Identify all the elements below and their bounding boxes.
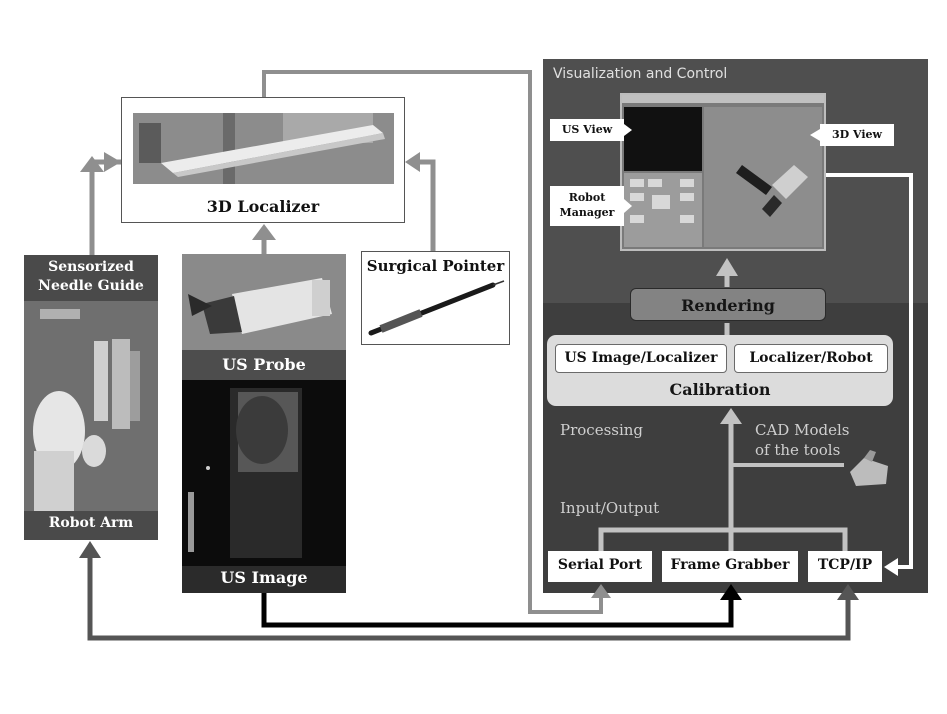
needle-guide-label: Sensorized Needle Guide: [38, 259, 144, 294]
calibration-localizer-robot: Localizer/Robot: [734, 344, 888, 373]
cad-model-icon: [850, 450, 888, 486]
us-probe-label-bg: [182, 350, 346, 380]
localizer-photo: [133, 113, 394, 184]
calibration-us-localizer: US Image/Localizer: [555, 344, 727, 373]
frame-grabber-box: Frame Grabber: [662, 551, 798, 582]
3d-view-callout: 3D View: [820, 124, 894, 146]
input-output-label: Input/Output: [560, 499, 660, 517]
robot-manager-callout: Robot Manager: [550, 186, 624, 226]
robot-arm-label: Robot Arm: [48, 515, 134, 531]
serial-port-box: Serial Port: [548, 551, 652, 582]
surgical-pointer-label: Surgical Pointer: [366, 257, 505, 275]
processing-label: Processing: [560, 421, 644, 439]
us-view-callout: US View: [550, 119, 624, 141]
us-probe-label: US Probe: [222, 355, 306, 374]
cad-models-label: CAD Models of the tools: [755, 421, 850, 459]
panel-title: Visualization and Control: [553, 66, 728, 82]
visualization-screenshot: [620, 93, 826, 251]
us-image-label: US Image: [220, 568, 308, 587]
us-image: [182, 380, 346, 566]
robot-arm-photo: [24, 301, 158, 511]
localizer-label: 3D Localizer: [206, 197, 320, 216]
calibration-label: Calibration: [669, 380, 771, 399]
surgical-pointer-icon: [368, 280, 505, 336]
tcp-ip-box: TCP/IP: [808, 551, 882, 582]
us-probe-photo: [182, 254, 346, 350]
rendering-box: Rendering: [630, 288, 826, 321]
